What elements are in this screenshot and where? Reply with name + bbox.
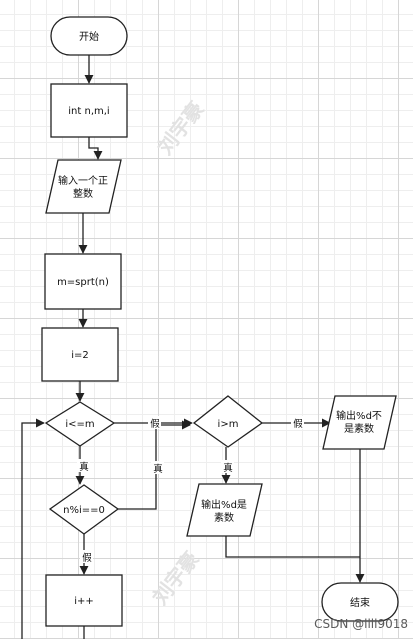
node-input-label-1: 输入一个正 — [58, 174, 108, 187]
node-init-i-label: i=2 — [71, 350, 89, 361]
node-cond-mod-label: n%i==0 — [63, 505, 105, 516]
node-out-notprime: 输出%d不 是素数 — [322, 395, 397, 450]
edge-label-loop-false: 假 — [150, 418, 160, 430]
node-out-prime: 输出%d是 素数 — [186, 483, 263, 537]
node-cond-loop: i<=m — [44, 401, 116, 447]
edge-prime-to-join — [225, 536, 360, 558]
edge-label-gt-true: 真 — [223, 462, 233, 474]
node-declare-label: int n,m,i — [68, 106, 109, 117]
edge-labels: 假 真 真 假 真 假 — [77, 416, 304, 564]
edge-back-to-loop — [21, 418, 45, 639]
node-start: 开始 — [50, 16, 128, 56]
node-init-i: i=2 — [41, 327, 119, 382]
edge-label-loop-true: 真 — [79, 461, 89, 473]
watermark-bottom: 刘宇豪 — [148, 547, 204, 609]
node-input-label-2: 整数 — [73, 187, 93, 200]
node-sqrt-label: m=sprt(n) — [57, 277, 109, 288]
node-end: 结束 — [321, 582, 399, 622]
node-start-label: 开始 — [79, 30, 99, 43]
credit-text: CSDN @llll9018 — [314, 617, 408, 631]
node-cond-mod: n%i==0 — [48, 484, 120, 535]
edge-label-mod-false: 假 — [82, 552, 92, 564]
node-out-prime-label-1: 输出%d是 — [201, 498, 247, 511]
node-out-notprime-label-2: 是素数 — [344, 422, 374, 435]
node-incr: i++ — [45, 574, 123, 627]
node-declare: int n,m,i — [50, 83, 128, 138]
node-cond-gt-label: i>m — [218, 419, 239, 430]
node-sqrt: m=sprt(n) — [44, 253, 122, 310]
node-end-label: 结束 — [350, 596, 370, 609]
node-input: 输入一个正 整数 — [45, 159, 122, 214]
edge-declare-to-input — [88, 137, 103, 160]
edge-label-gt-false: 假 — [293, 418, 303, 430]
node-out-prime-label-2: 素数 — [214, 511, 234, 524]
node-cond-gt: i>m — [192, 395, 264, 448]
node-cond-loop-label: i<=m — [65, 419, 94, 430]
node-incr-label: i++ — [74, 596, 94, 607]
watermark-top: 刘宇豪 — [153, 97, 209, 159]
node-out-notprime-label-1: 输出%d不 — [336, 409, 382, 422]
edge-label-mod-true: 真 — [153, 463, 163, 475]
